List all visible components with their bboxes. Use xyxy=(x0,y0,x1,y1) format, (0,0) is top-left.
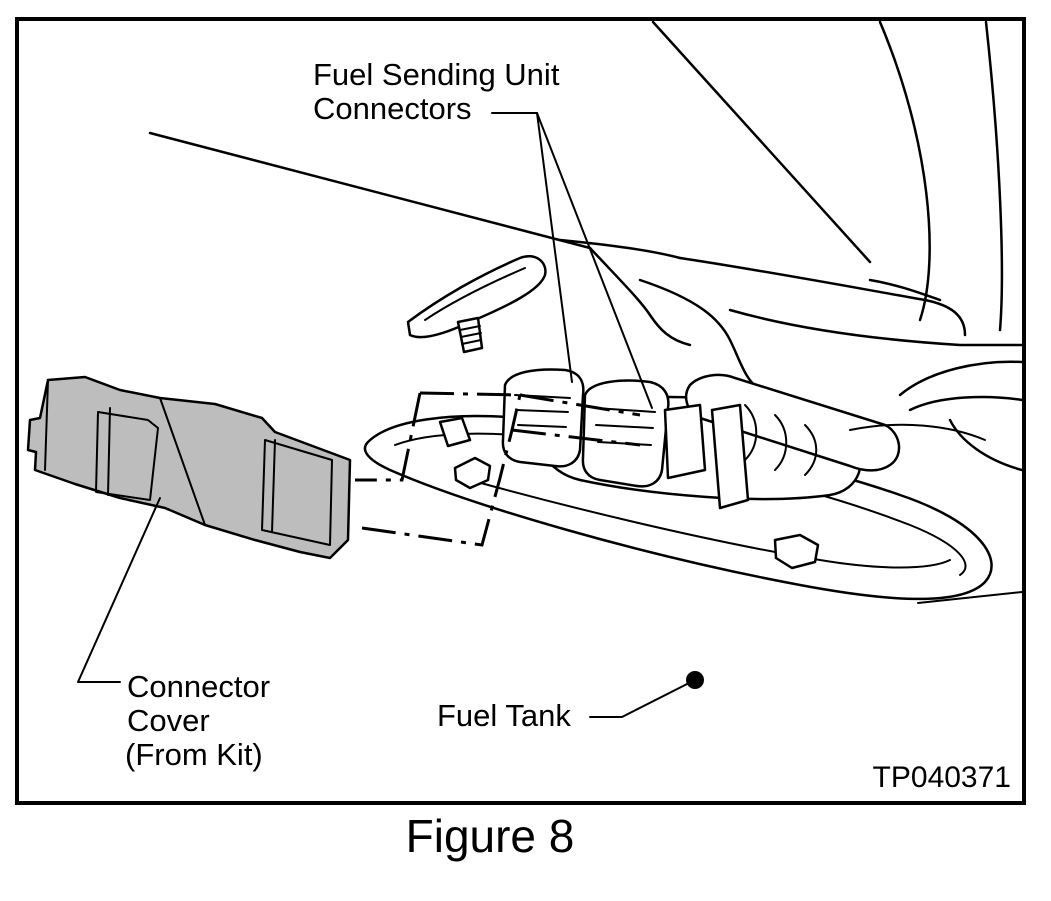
connector-clips xyxy=(438,416,472,448)
label-connector-cover-line3: (From Kit) xyxy=(125,737,263,772)
label-connector-cover-line1: Connector xyxy=(127,669,270,704)
alignment-guide xyxy=(354,391,641,547)
connector-cover xyxy=(26,375,352,560)
label-fuel-tank: Fuel Tank xyxy=(437,698,571,733)
mounting-bracket xyxy=(406,255,547,354)
figure-caption: Figure 8 xyxy=(406,810,575,862)
fuel-sending-unit-connectors xyxy=(501,368,707,488)
label-connector-cover-line2: Cover xyxy=(127,703,210,738)
part-code: TP040371 xyxy=(873,761,1011,794)
vehicle-body-lines xyxy=(148,20,1024,472)
leader-lines xyxy=(77,112,704,718)
label-fuel-sending-unit-line1: Fuel Sending Unit xyxy=(313,57,560,92)
label-fuel-sending-unit-line2: Connectors xyxy=(313,91,472,126)
